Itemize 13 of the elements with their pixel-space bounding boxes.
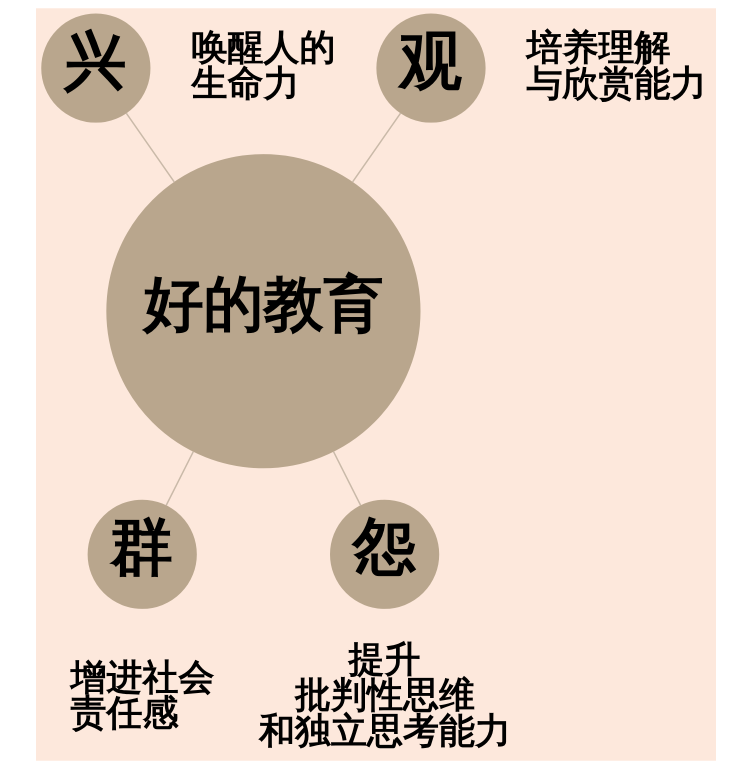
- node-circle: 观: [376, 13, 486, 123]
- node-circle: 群: [87, 500, 196, 609]
- connector: [332, 451, 361, 506]
- node-circle: 怨: [330, 500, 439, 609]
- connector: [125, 112, 175, 183]
- node-label: 提升批判性思维和独立思考能力: [258, 638, 510, 752]
- node-label: 增进社会责任感: [70, 656, 214, 734]
- node-circle: 兴: [40, 13, 150, 123]
- node-label: 培养理解与欣赏能力: [526, 26, 706, 104]
- node-circle: 好的教育: [106, 154, 420, 468]
- node-label: 唤醒人的生命力: [191, 26, 336, 104]
- connector: [164, 451, 194, 506]
- connector: [351, 112, 401, 183]
